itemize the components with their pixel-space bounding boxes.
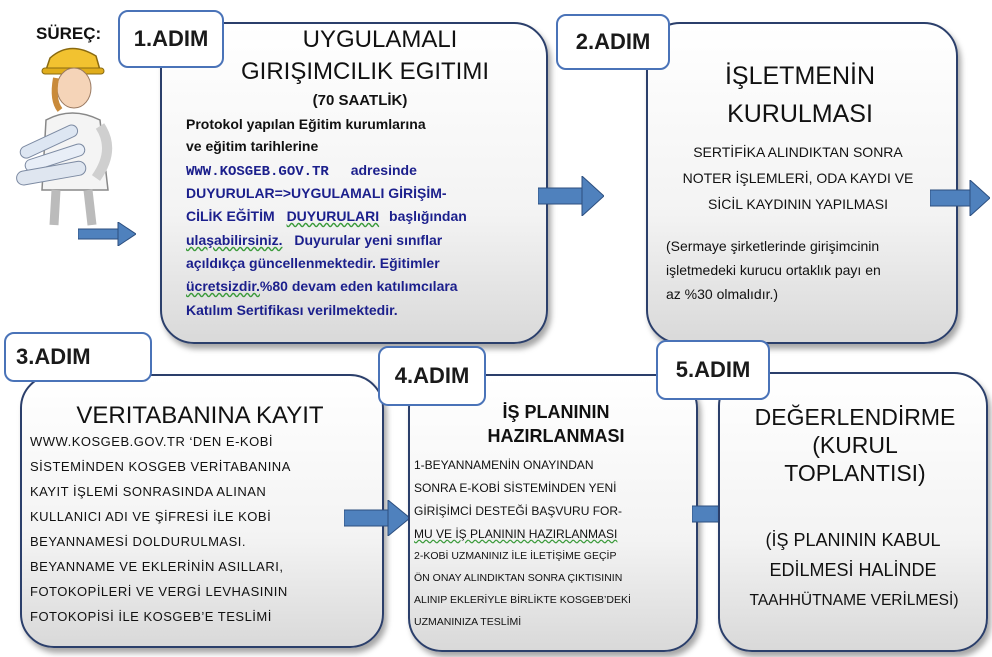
step4-line: MU VE İŞ PLANININ HAZIRLANMASI <box>414 527 618 541</box>
step3-line: FOTOKOPİLERİ VE VERGİ LEVHASININ <box>30 584 288 599</box>
step1-link-line3-c: başlığından <box>389 208 467 224</box>
step3-tab: 3.ADIM <box>4 332 152 382</box>
step1-body-line2: ve eğitim tarihlerine <box>186 138 319 154</box>
step1-body-line6: ulaşabilirsiniz. Duyurular yeni sınıflar <box>186 232 442 248</box>
step3-box <box>20 374 384 648</box>
step5-tab: 5.ADIM <box>656 340 770 400</box>
step1-body-line8: ücretsizdir.%80 devam eden katılımcılara <box>186 278 458 294</box>
step3-line: SİSTEMİNDEN KOSGEB VERİTABANINA <box>30 459 291 474</box>
step4-title-line2: HAZIRLANMASI <box>487 426 625 446</box>
step1-tab: 1.ADIM <box>118 10 224 68</box>
right-arrow-icon <box>344 500 410 536</box>
step1-body-line1: Protokol yapılan Eğitim kurumlarına <box>186 116 426 132</box>
step3-line: FOTOKOPİSİ İLE KOSGEB’E TESLİMİ <box>30 609 272 624</box>
step1-body-line6-b: Duyurular yeni sınıflar <box>294 232 443 248</box>
step1-link-line1-suffix: adresinde <box>350 162 417 178</box>
step5-body-line3: TAAHHÜTNAME VERİLMESİ) <box>749 592 959 609</box>
step4-line: SONRA E-KOBİ SİSTEMİNDEN YENİ <box>414 481 617 495</box>
step1-title-line1: UYGULAMALI <box>302 26 458 53</box>
engineer-with-blueprints-icon <box>16 47 112 226</box>
step5-title-line2: (KURUL <box>812 432 898 458</box>
step2-title-line1: İŞLETMENİN <box>724 62 876 90</box>
step4-line: UZMANINIZA TESLİMİ <box>414 616 522 628</box>
step1-subtitle: (70 SAATLİK) <box>312 92 408 109</box>
step1-link-line1: WWW.KOSGEB.GOV.TR adresinde <box>186 162 417 180</box>
step4-line: GİRİŞİMCİ DESTEĞİ BAŞVURU FOR- <box>414 504 623 518</box>
step4-line: 2-KOBİ UZMANINIZ İLE İLETİŞİME GEÇİP <box>414 550 617 562</box>
step1-body-line6-a: ulaşabilirsiniz. <box>186 232 283 248</box>
right-arrow-icon <box>538 176 604 216</box>
step4-tab: 4.ADIM <box>378 346 486 406</box>
step3-body: WWW.KOSGEB.GOV.TR ‘DEN E-KOBİ SİSTEMİNDE… <box>30 434 376 634</box>
step1-body-line7: açıldıkça güncellenmektedir. Eğitimler <box>186 255 440 271</box>
right-arrow-icon <box>930 180 990 216</box>
step5-box <box>718 372 988 652</box>
step2-tab: 2.ADIM <box>556 14 670 70</box>
step1-link-line3: CİLİK EĞİTİM DUYURULARI başlığından <box>186 208 467 224</box>
step2-body-line3: SİCİL KAYDININ YAPILMASI <box>708 196 888 212</box>
step2-note-line3: az %30 olmalıdır.) <box>666 286 779 302</box>
step3-title: VERITABANINA KAYIT <box>76 402 324 429</box>
step2-body-line2: NOTER İŞLEMLERİ, ODA KAYDI VE <box>682 170 914 186</box>
step4-line: ALINIP EKLERİYLE BİRLİKTE KOSGEB’DEKİ <box>414 594 631 606</box>
step1-body-line8-a: ücretsizdir. <box>186 278 260 294</box>
step1-link-line3-b: DUYURULARI <box>286 208 380 224</box>
kosgeb-link[interactable]: WWW.KOSGEB.GOV.TR <box>186 164 329 180</box>
step4-body: 1-BEYANNAMENİN ONAYINDAN SONRA E-KOBİ Sİ… <box>414 458 692 638</box>
step4-box <box>408 374 698 652</box>
step4-title-line1: İŞ PLANININ <box>502 402 610 422</box>
step3-line: WWW.KOSGEB.GOV.TR ‘DEN E-KOBİ <box>30 434 273 449</box>
step1-box <box>160 22 548 344</box>
step5-title-line1: DEĞERLENDİRME <box>754 404 956 430</box>
step3-line: BEYANNAMESİ DOLDURULMASI. <box>30 534 246 549</box>
step2-body-line1: SERTİFİKA ALINDIKTAN SONRA <box>693 144 903 160</box>
step1-title-line2: GIRIŞIMCILIK EGITIMI <box>240 58 490 85</box>
process-label: SÜREÇ: <box>36 24 102 43</box>
step2-note-line1: (Sermaye şirketlerinde girişimcinin <box>666 238 880 254</box>
step1-link-line3-a: CİLİK EĞİTİM <box>186 208 275 224</box>
step2-box <box>646 22 958 344</box>
step3-line: BEYANNAME VE EKLERİNİN ASILLARI, <box>30 559 284 574</box>
right-arrow-icon <box>78 222 136 246</box>
step3-line: KULLANICI ADI VE ŞİFRESİ İLE KOBİ <box>30 509 272 524</box>
step1-link-line2: DUYURULAR=>UYGULAMALI GİRİŞİM- <box>186 185 447 201</box>
step4-line: ÖN ONAY ALINDIKTAN SONRA ÇIKTISININ <box>414 572 623 584</box>
step2-title-line2: KURULMASI <box>727 100 873 128</box>
step1-body-line9: Katılım Sertifikası verilmektedir. <box>186 302 398 318</box>
step5-body-line1: (İŞ PLANININ KABUL <box>765 530 941 550</box>
step4-line: 1-BEYANNAMENİN ONAYINDAN <box>414 458 594 472</box>
step5-body-line2: EDİLMESİ HALİNDE <box>769 560 937 580</box>
step1-body-line8-b: %80 devam eden katılımcılara <box>259 278 458 294</box>
step5-title-line3: TOPLANTISI) <box>784 460 926 486</box>
step2-note-line2: işletmedeki kurucu ortaklık payı en <box>666 262 881 278</box>
step3-line: KAYIT İŞLEMİ SONRASINDA ALINAN <box>30 484 267 499</box>
